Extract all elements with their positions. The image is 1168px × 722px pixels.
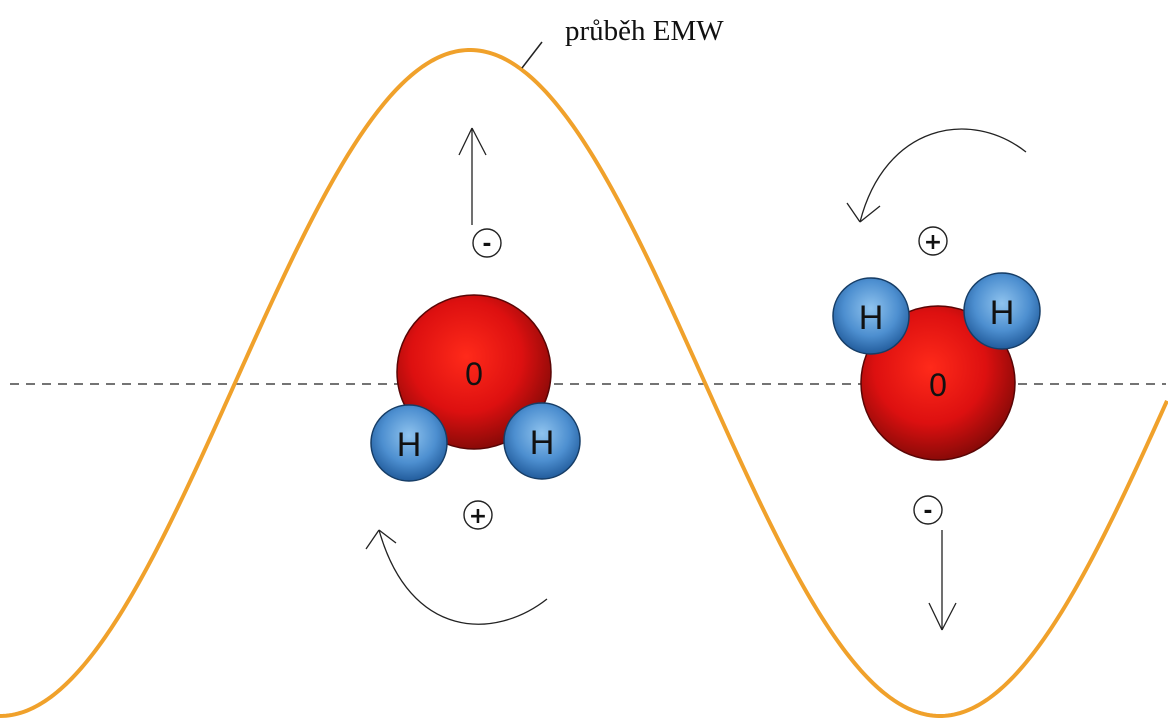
emw-wave: [0, 48, 1168, 718]
hydrogen-label-right: H: [990, 294, 1015, 332]
positive-charge-icon: +: [918, 226, 948, 256]
positive-charge-icon: +: [463, 500, 493, 530]
arrow-down-icon: [928, 530, 957, 631]
negative-charge-icon: -: [913, 495, 943, 525]
charge-bottom-label: +: [469, 504, 487, 529]
oxygen-label: 0: [929, 367, 947, 403]
water-molecule-1: - 0 H H +: [365, 127, 581, 625]
charge-top-label: -: [482, 232, 491, 257]
hydrogen-atom-right: [503, 402, 581, 480]
wave-label: průběh EMW: [565, 15, 724, 47]
hydrogen-atom-left: [370, 404, 448, 482]
negative-charge-icon: -: [472, 228, 502, 258]
hydrogen-atom-right: [963, 272, 1041, 350]
rotation-arrow-icon: [846, 128, 1027, 223]
arrow-up-icon: [458, 127, 487, 225]
hydrogen-label-left: H: [859, 299, 884, 337]
oxygen-atom: [396, 294, 552, 450]
hydrogen-label-right: H: [530, 424, 555, 462]
oxygen-label: 0: [465, 356, 483, 392]
rotation-arrow-icon: [365, 529, 548, 625]
hydrogen-label-left: H: [397, 426, 422, 464]
oxygen-atom: [860, 305, 1016, 461]
charge-top-label: +: [924, 230, 942, 255]
charge-bottom-label: -: [923, 499, 932, 524]
wave-label-leader: [521, 41, 543, 69]
water-molecule-2: + 0 H H -: [832, 128, 1041, 631]
hydrogen-atom-left: [832, 277, 910, 355]
